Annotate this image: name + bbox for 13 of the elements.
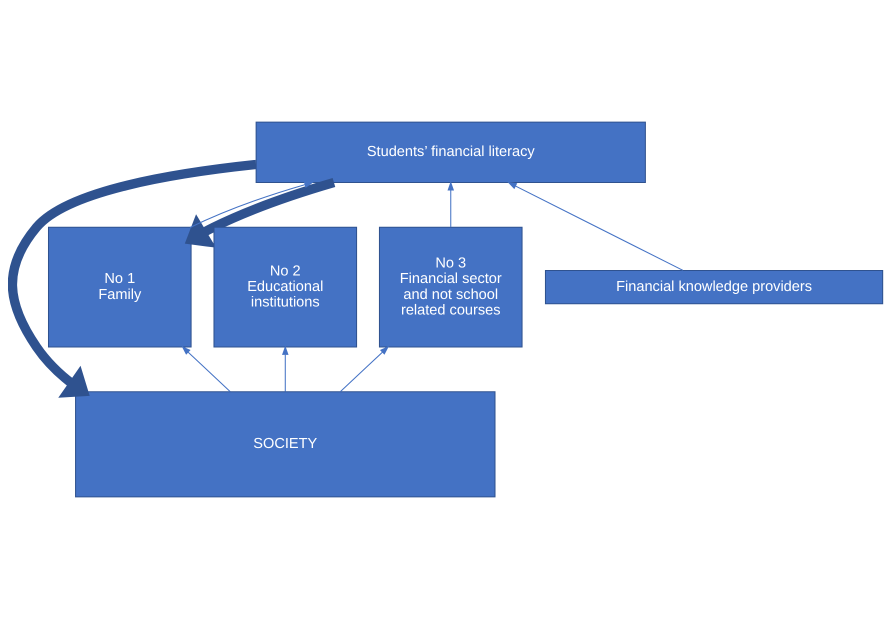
arrow [340,346,390,392]
node-box: No 1 Family [48,226,192,348]
arrow [8,160,257,398]
arrow [507,182,684,271]
arrow [282,346,289,392]
node-box: No 3 Financial sector and not school related courses [378,226,523,348]
arrow [190,182,314,228]
node-box: SOCIETY [75,391,496,498]
node-box: Students’ financial literacy [256,122,646,184]
arrow [182,346,231,392]
arrow [447,181,454,228]
node-box: No 2 Educational institutions [213,226,358,348]
node-box: Financial knowledge providers [544,270,884,304]
